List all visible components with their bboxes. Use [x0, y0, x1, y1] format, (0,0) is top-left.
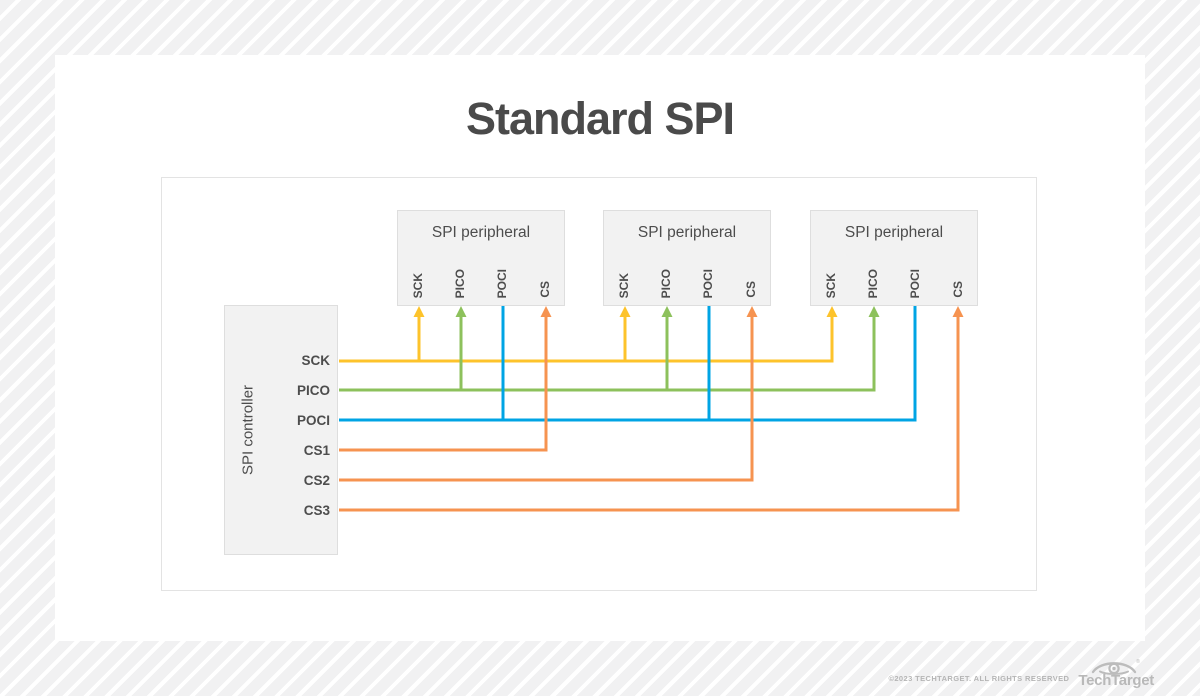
- peripheral-3-pin-pico: PICO: [866, 268, 880, 298]
- sck-arrow-3: [826, 306, 838, 317]
- diagram-frame: SPI controller SCK PICO POCI CS1 CS2 CS3…: [161, 177, 1037, 591]
- wire-layer: [339, 306, 964, 512]
- spi-controller-box: SPI controller SCK PICO POCI CS1 CS2 CS3: [224, 305, 338, 555]
- footer: ©2023 TECHTARGET. ALL RIGHTS RESERVED ® …: [888, 657, 1154, 688]
- peripheral-1-pin-sck: SCK: [411, 272, 425, 298]
- cs1-wire: [339, 315, 548, 452]
- cs2-arrow: [746, 306, 758, 317]
- pico-arrow-1: [455, 306, 467, 317]
- techtarget-logo: ® TechTarget: [1078, 657, 1154, 688]
- peripheral-2-pin-poci: POCI: [701, 268, 715, 298]
- cs2-wire: [339, 315, 754, 482]
- controller-pin-pico: PICO: [296, 383, 330, 398]
- controller-pin-cs1: CS1: [303, 443, 330, 458]
- techtarget-wordmark: TechTarget: [1078, 672, 1154, 689]
- peripheral-3-title: SPI peripheral: [844, 224, 944, 241]
- sck-bus-wire: [339, 315, 834, 363]
- cs3-wire: [339, 315, 960, 512]
- sck-arrow-2: [619, 306, 631, 317]
- spi-controller-label: SPI controller: [239, 384, 257, 476]
- content-card: Standard SPI: [55, 55, 1145, 641]
- controller-pin-sck: SCK: [301, 353, 330, 368]
- peripheral-2-pin-cs: CS: [744, 281, 758, 298]
- pico-bus-wire: [339, 315, 876, 392]
- svg-text:®: ®: [1136, 658, 1140, 665]
- pico-arrow-2: [661, 306, 673, 317]
- spi-peripheral-box-3: SPI peripheral SCK PICO POCI CS: [810, 210, 978, 306]
- controller-pin-cs3: CS3: [303, 503, 330, 518]
- sck-arrow-1: [413, 306, 425, 317]
- techtarget-eye-icon: ®: [1091, 658, 1140, 675]
- cs1-arrow: [540, 306, 552, 317]
- peripheral-2-pin-pico: PICO: [659, 268, 673, 298]
- cs3-arrow: [952, 306, 964, 317]
- peripheral-1-pin-pico: PICO: [453, 268, 467, 298]
- peripheral-1-title: SPI peripheral: [431, 224, 531, 241]
- spi-peripheral-box-2: SPI peripheral SCK PICO POCI CS: [603, 210, 771, 306]
- peripheral-2-title: SPI peripheral: [637, 224, 737, 241]
- peripheral-3-pin-sck: SCK: [824, 272, 838, 298]
- peripheral-1-pin-poci: POCI: [495, 268, 509, 298]
- controller-pin-poci: POCI: [296, 413, 330, 428]
- peripheral-3-pin-cs: CS: [951, 281, 965, 298]
- peripheral-1-pin-cs: CS: [538, 281, 552, 298]
- peripheral-2-pin-sck: SCK: [617, 272, 631, 298]
- spi-peripheral-box-1: SPI peripheral SCK PICO POCI CS: [397, 210, 565, 306]
- pico-arrow-3: [868, 306, 880, 317]
- controller-pin-cs2: CS2: [303, 473, 330, 488]
- copyright-text: ©2023 TECHTARGET. ALL RIGHTS RESERVED: [888, 674, 1070, 683]
- peripheral-3-pin-poci: POCI: [908, 268, 922, 298]
- poci-bus-wire: [339, 306, 917, 422]
- page-title: Standard SPI: [465, 93, 735, 144]
